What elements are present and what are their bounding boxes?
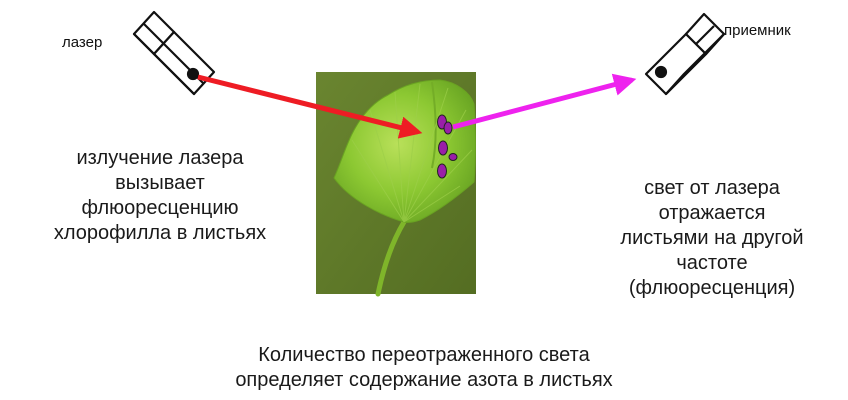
bottom-caption-line: Количество переотраженного света <box>174 343 674 368</box>
right-caption-line: отражается <box>586 201 838 226</box>
bottom-caption-line: определяет содержание азота в листьях <box>174 368 674 393</box>
ginkgo-leaf-icon <box>316 72 476 294</box>
receiver-device-icon <box>646 14 724 94</box>
right-caption-line: (флюоресценция) <box>586 276 838 301</box>
reflected-beam-arrow <box>453 80 632 127</box>
laser-device-icon <box>134 12 214 94</box>
right-caption: свет от лазера отражается листьями на др… <box>586 176 838 301</box>
bottom-caption: Количество переотраженного света определ… <box>174 343 674 393</box>
left-caption-line: излучение лазера <box>20 146 300 171</box>
right-caption-line: частоте <box>586 251 838 276</box>
left-caption: излучение лазера вызывает флюоресценцию … <box>20 146 300 246</box>
right-caption-line: свет от лазера <box>586 176 838 201</box>
laser-label: лазер <box>62 34 102 51</box>
left-caption-line: флюоресценцию <box>20 196 300 221</box>
spot <box>439 141 448 155</box>
spot <box>449 154 457 161</box>
spot <box>444 122 452 134</box>
left-caption-line: хлорофилла в листьях <box>20 221 300 246</box>
right-caption-line: листьями на другой <box>586 226 838 251</box>
left-caption-line: вызывает <box>20 171 300 196</box>
spot <box>438 164 447 178</box>
receiver-label: приемник <box>724 22 791 39</box>
